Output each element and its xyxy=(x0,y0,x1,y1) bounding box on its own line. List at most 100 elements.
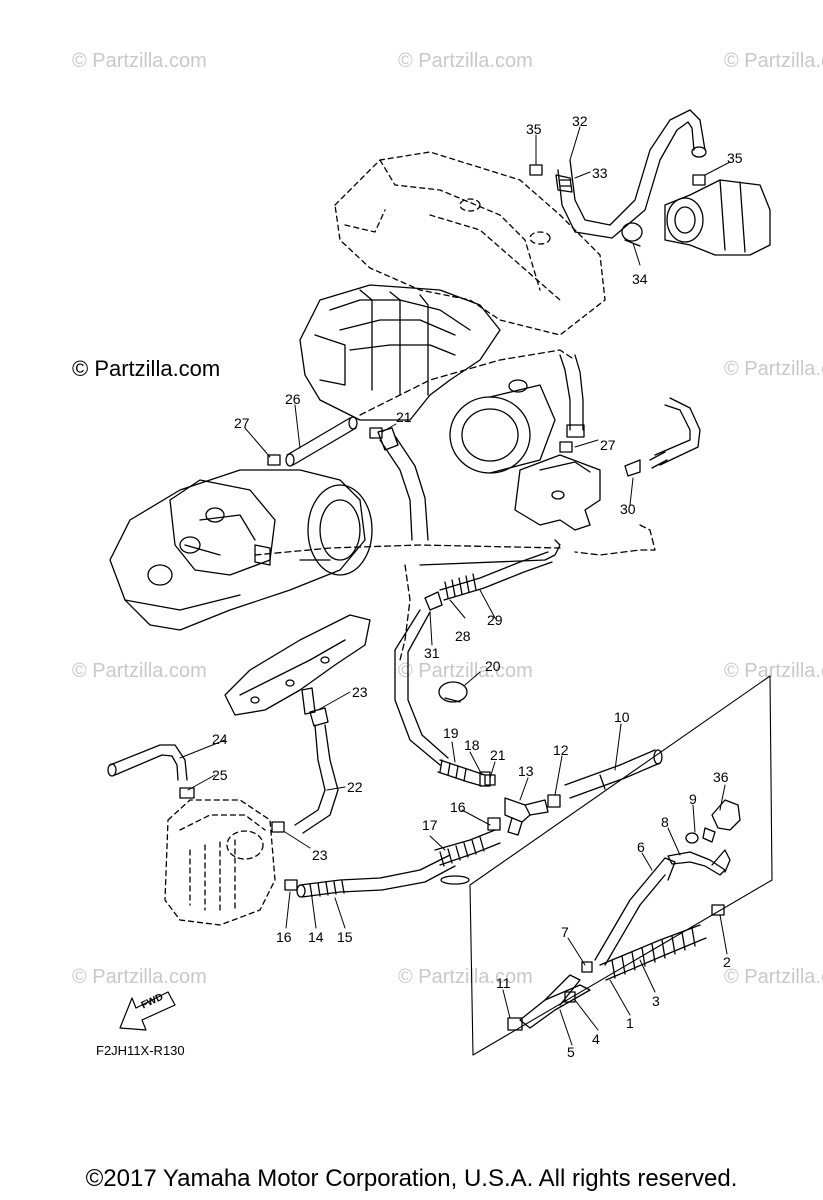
watermark-prominent: © Partzilla.com xyxy=(72,356,221,381)
leader-lines xyxy=(179,126,731,1046)
callout-7: 7 xyxy=(561,924,569,940)
clamp-27 xyxy=(559,441,573,453)
tee-joint-13 xyxy=(504,797,549,836)
watermark: © Partzilla.com xyxy=(72,660,207,682)
callout-27: 27 xyxy=(234,415,250,431)
callout-21: 21 xyxy=(396,409,412,425)
clamp-4 xyxy=(564,991,576,1003)
callout-2: 2 xyxy=(723,954,731,970)
callout-27: 27 xyxy=(600,437,616,453)
throttle-body xyxy=(164,799,276,926)
clamp-12 xyxy=(547,794,561,808)
hose-21-upper xyxy=(377,427,429,541)
callout-35: 35 xyxy=(727,150,743,166)
water-check-bracket xyxy=(514,454,601,531)
callout-12: 12 xyxy=(553,742,569,758)
callout-8: 8 xyxy=(661,814,669,830)
engine-top-cover xyxy=(334,151,606,336)
watermark: © Partzilla.com xyxy=(724,50,823,72)
jet-pump-cylinder xyxy=(664,179,771,256)
fitting-36 xyxy=(702,799,741,843)
callout-23: 23 xyxy=(352,684,368,700)
clamp-2 xyxy=(711,904,725,916)
callout-23: 23 xyxy=(312,847,328,863)
hose-19 xyxy=(437,759,491,787)
callout-16: 16 xyxy=(276,929,292,945)
diagram-code: F2JH11X-R130 xyxy=(96,1043,185,1058)
callout-11: 11 xyxy=(496,975,511,991)
watermark: © Partzilla.com xyxy=(398,966,533,988)
callout-24: 24 xyxy=(212,731,228,747)
hose-29 xyxy=(424,551,553,611)
watermark: © Partzilla.com xyxy=(724,966,823,988)
callout-34: 34 xyxy=(632,271,648,287)
intake-manifold xyxy=(224,614,371,716)
engine-block xyxy=(299,284,556,474)
clamp-23 xyxy=(271,821,285,833)
clamp-35 xyxy=(692,174,706,186)
callout-25: 25 xyxy=(212,767,228,783)
callout-29: 29 xyxy=(487,612,503,628)
group-boundary xyxy=(469,675,773,1056)
callout-13: 13 xyxy=(518,763,534,779)
hose-15 xyxy=(296,854,456,898)
callout-3: 3 xyxy=(652,993,660,1009)
callout-22: 22 xyxy=(347,779,363,795)
hose-17 xyxy=(434,829,501,885)
clamp-25 xyxy=(179,787,195,799)
hose-32 xyxy=(557,109,707,239)
callout-4: 4 xyxy=(592,1031,600,1047)
fitting-8-9 xyxy=(667,832,731,876)
clamp-21 xyxy=(484,774,496,786)
clamp-21 xyxy=(369,427,383,439)
hose-22 xyxy=(294,707,339,834)
callout-15: 15 xyxy=(337,929,353,945)
hose-10 xyxy=(564,749,663,799)
callout-17: 17 xyxy=(422,817,438,833)
clamp-35 xyxy=(529,164,543,176)
callout-31: 31 xyxy=(424,645,440,661)
callout-36: 36 xyxy=(713,769,729,785)
clip-34 xyxy=(621,222,643,247)
callout-16: 16 xyxy=(450,799,466,815)
callout-30: 30 xyxy=(620,501,636,517)
copyright-footer: ©2017 Yamaha Motor Corporation, U.S.A. A… xyxy=(85,1165,738,1192)
callout-21: 21 xyxy=(490,747,506,763)
clamp-27 xyxy=(267,454,281,466)
clamp-16 xyxy=(284,879,298,891)
watermark: © Partzilla.com xyxy=(72,50,207,72)
hose-end xyxy=(566,424,585,438)
callout-32: 32 xyxy=(572,113,588,129)
hose-33 xyxy=(555,174,573,193)
hose-24 xyxy=(107,744,188,781)
callout-10: 10 xyxy=(614,709,630,725)
callout-18: 18 xyxy=(464,737,480,753)
hose-26 xyxy=(285,416,358,467)
callout-35: 35 xyxy=(526,121,542,137)
callout-6: 6 xyxy=(637,839,645,855)
clip-20 xyxy=(438,681,468,703)
watermark: © Partzilla.com xyxy=(398,50,533,72)
hose-route xyxy=(359,349,576,416)
watermark: © Partzilla.com xyxy=(724,660,823,682)
clamp-16 xyxy=(487,817,501,831)
exhaust-assembly xyxy=(109,469,373,631)
hose-3 xyxy=(599,924,707,981)
callout-14: 14 xyxy=(308,929,324,945)
callout-26: 26 xyxy=(285,391,301,407)
hose-30 xyxy=(574,397,701,556)
clamp-7 xyxy=(581,961,593,973)
callout-19: 19 xyxy=(443,725,459,741)
callout-5: 5 xyxy=(567,1044,575,1060)
fwd-arrow-icon xyxy=(119,991,176,1031)
callout-1: 1 xyxy=(626,1015,634,1031)
watermark: © Partzilla.com xyxy=(72,966,207,988)
watermark: © Partzilla.com xyxy=(398,660,533,682)
callout-9: 9 xyxy=(689,791,697,807)
callout-20: 20 xyxy=(485,658,501,674)
hose-5-y-joint xyxy=(507,974,591,1031)
callout-33: 33 xyxy=(592,165,608,181)
watermark: © Partzilla.com xyxy=(724,358,823,380)
